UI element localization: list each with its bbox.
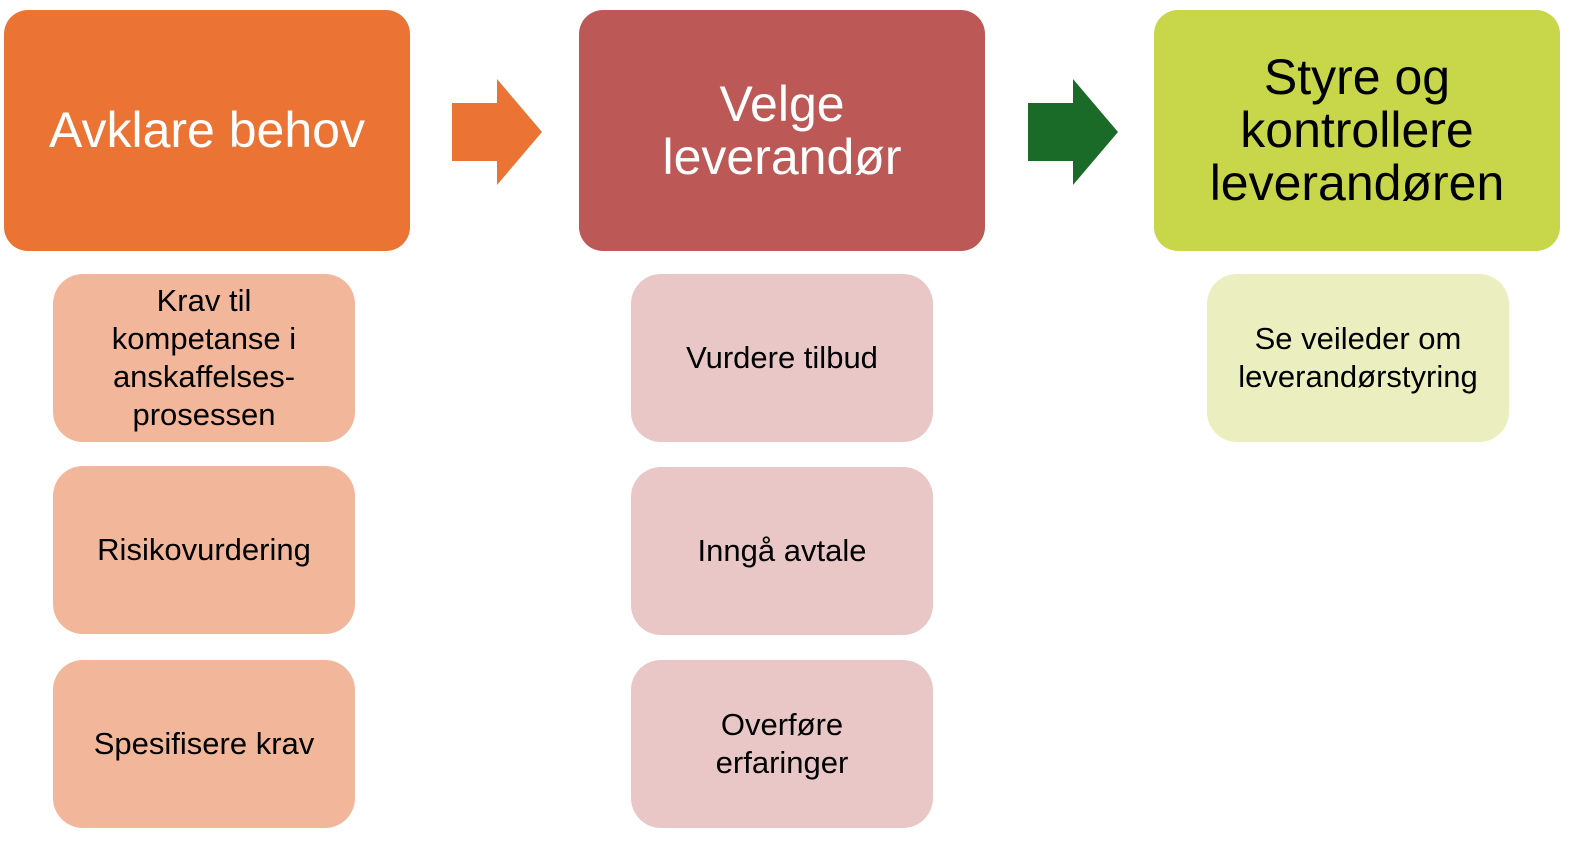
task-krav-til-kompetanse-label: Krav til kompetanse i anskaffelses- pros… <box>111 283 297 432</box>
arrow-right-icon <box>1028 79 1118 185</box>
task-risikovurdering: Risikovurdering <box>53 466 355 634</box>
task-risikovurdering-label: Risikovurdering <box>97 532 311 567</box>
task-se-veileder: Se veileder om leverandørstyring <box>1207 274 1509 442</box>
task-overfore-erfaringer-label: Overføre erfaringer <box>715 707 849 780</box>
step-styre-og-kontrollere: Styre og kontrollere leverandøren <box>1154 10 1560 251</box>
task-overfore-erfaringer: Overføre erfaringer <box>631 660 933 828</box>
arrow-right-green-shape <box>1028 79 1118 185</box>
step-styre-og-kontrollere-label: Styre og kontrollere leverandøren <box>1209 49 1505 211</box>
step-avklare-behov: Avklare behov <box>4 10 410 251</box>
task-vurdere-tilbud: Vurdere tilbud <box>631 274 933 442</box>
step-avklare-behov-label: Avklare behov <box>49 102 365 158</box>
step-velge-leverandor-label: Velge leverandør <box>662 75 902 185</box>
step-velge-leverandor: Velge leverandør <box>579 10 985 251</box>
arrow-right-icon <box>452 79 542 185</box>
task-se-veileder-label: Se veileder om leverandørstyring <box>1238 321 1478 394</box>
task-vurdere-tilbud-label: Vurdere tilbud <box>686 340 878 375</box>
task-spesifisere-krav-label: Spesifisere krav <box>93 726 315 761</box>
task-spesifisere-krav: Spesifisere krav <box>53 660 355 828</box>
task-innga-avtale-label: Inngå avtale <box>697 533 867 568</box>
task-innga-avtale: Inngå avtale <box>631 467 933 635</box>
arrow-right-orange-shape <box>452 79 542 185</box>
task-krav-til-kompetanse: Krav til kompetanse i anskaffelses- pros… <box>53 274 355 442</box>
